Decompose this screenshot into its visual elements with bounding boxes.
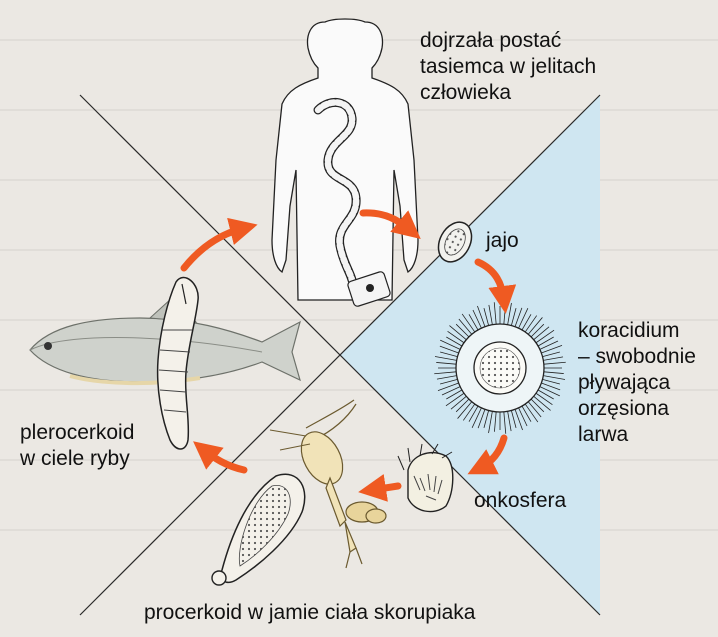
arrow-oncosphere-to-procercoid (372, 486, 398, 490)
label-adult-tapeworm: dojrzała postać tasiemca w jelitach czło… (420, 28, 596, 106)
label-plerocercoid: plerocerkoid w ciele ryby (20, 420, 134, 472)
label-coracidium: koracidium – swobodnie pływająca orzęsio… (578, 318, 696, 448)
label-oncosphere: onkosfera (474, 488, 566, 514)
label-procercoid: procerkoid w jamie ciała skorupiaka (144, 600, 475, 626)
label-egg: jajo (486, 228, 519, 254)
arrow-plerocercoid-to-human (184, 228, 244, 268)
